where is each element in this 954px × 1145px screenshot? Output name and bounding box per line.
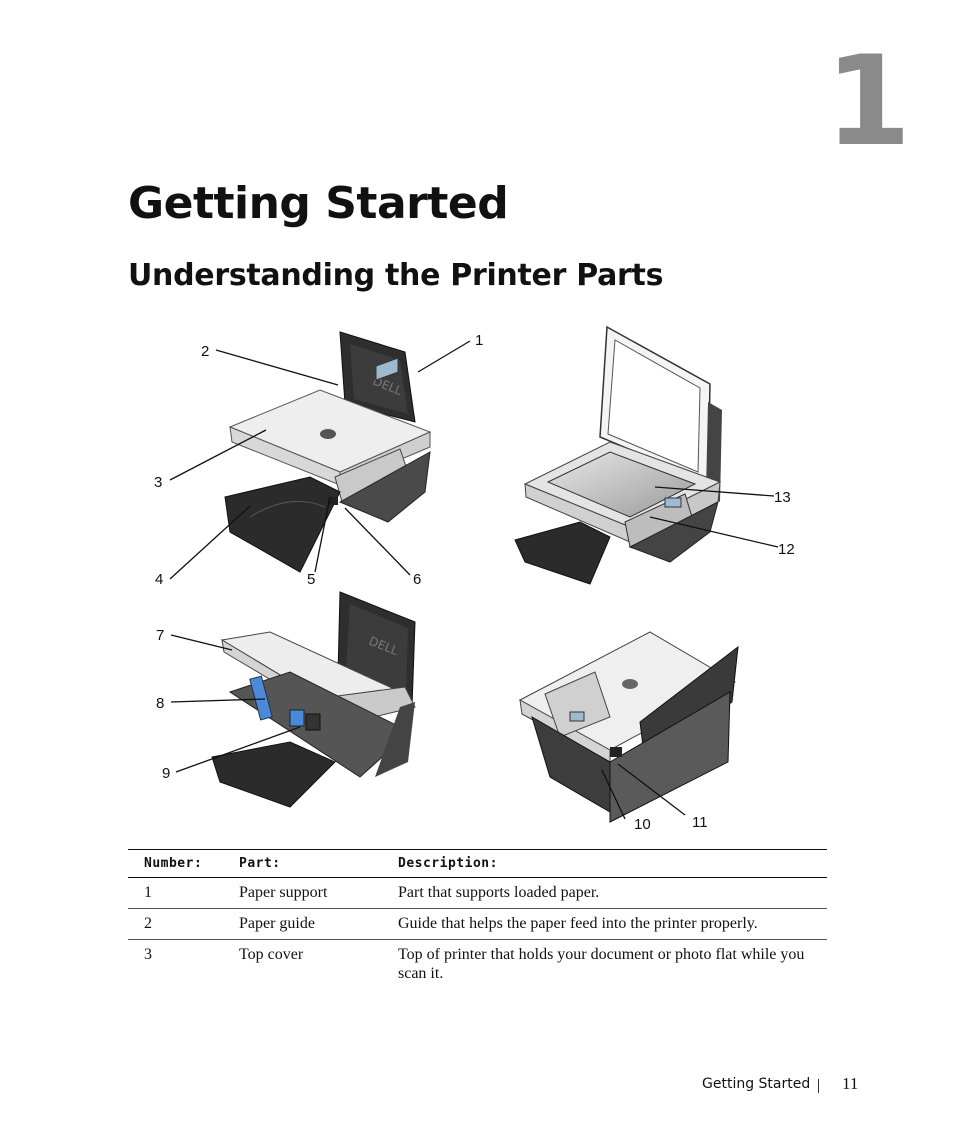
callout-9: 9	[162, 765, 170, 782]
row-description: Top of printer that holds your document …	[398, 946, 805, 982]
callout-3: 3	[154, 474, 162, 491]
table-row: 1 Paper support Part that supports loade…	[128, 877, 827, 909]
footer-running-title: Getting Started	[702, 1076, 811, 1092]
row-part: Paper support	[239, 884, 328, 901]
callout-6: 6	[413, 571, 421, 588]
table-row: 3 Top cover Top of printer that holds yo…	[128, 939, 827, 990]
row-part: Top cover	[239, 946, 304, 963]
callout-1: 1	[475, 332, 483, 349]
header-description: Description:	[398, 855, 498, 871]
callout-12: 12	[778, 541, 795, 558]
row-description: Part that supports loaded paper.	[398, 884, 600, 901]
chapter-title: Getting Started	[128, 178, 509, 229]
callout-10: 10	[634, 816, 651, 833]
printer-front-view: DELL	[224, 331, 432, 573]
row-part: Paper guide	[239, 915, 315, 932]
table-row: 2 Paper guide Guide that helps the paper…	[128, 908, 827, 940]
control-panel-display	[375, 357, 399, 381]
header-part: Part:	[239, 855, 281, 871]
table-header-row: Number: Part: Description:	[128, 849, 827, 878]
chapter-number: 1	[825, 30, 912, 174]
callout-4: 4	[155, 571, 163, 588]
callout-7: 7	[156, 627, 164, 644]
header-number: Number:	[144, 855, 203, 871]
printer-parts-figure: DELL DELL	[154, 325, 795, 833]
callout-2: 2	[201, 343, 209, 360]
row-number: 1	[144, 884, 152, 901]
printer-scanner-open-view	[514, 325, 722, 585]
callout-leaders	[169, 340, 779, 820]
scanner-glass	[546, 451, 697, 518]
row-number: 2	[144, 915, 152, 932]
callout-5: 5	[307, 571, 315, 588]
footer-page-number: 11	[842, 1074, 859, 1093]
printer-cartridge-access-view: DELL	[211, 591, 416, 808]
callout-11: 11	[692, 814, 708, 831]
row-number: 3	[144, 946, 152, 963]
parts-table: Number: Part: Description: 1 Paper suppo…	[128, 849, 827, 989]
callout-13: 13	[774, 489, 791, 506]
callout-8: 8	[156, 695, 164, 712]
row-description: Guide that helps the paper feed into the…	[398, 915, 758, 932]
footer-separator	[818, 1079, 819, 1093]
section-title: Understanding the Printer Parts	[128, 258, 664, 293]
printer-rear-view	[518, 631, 739, 823]
